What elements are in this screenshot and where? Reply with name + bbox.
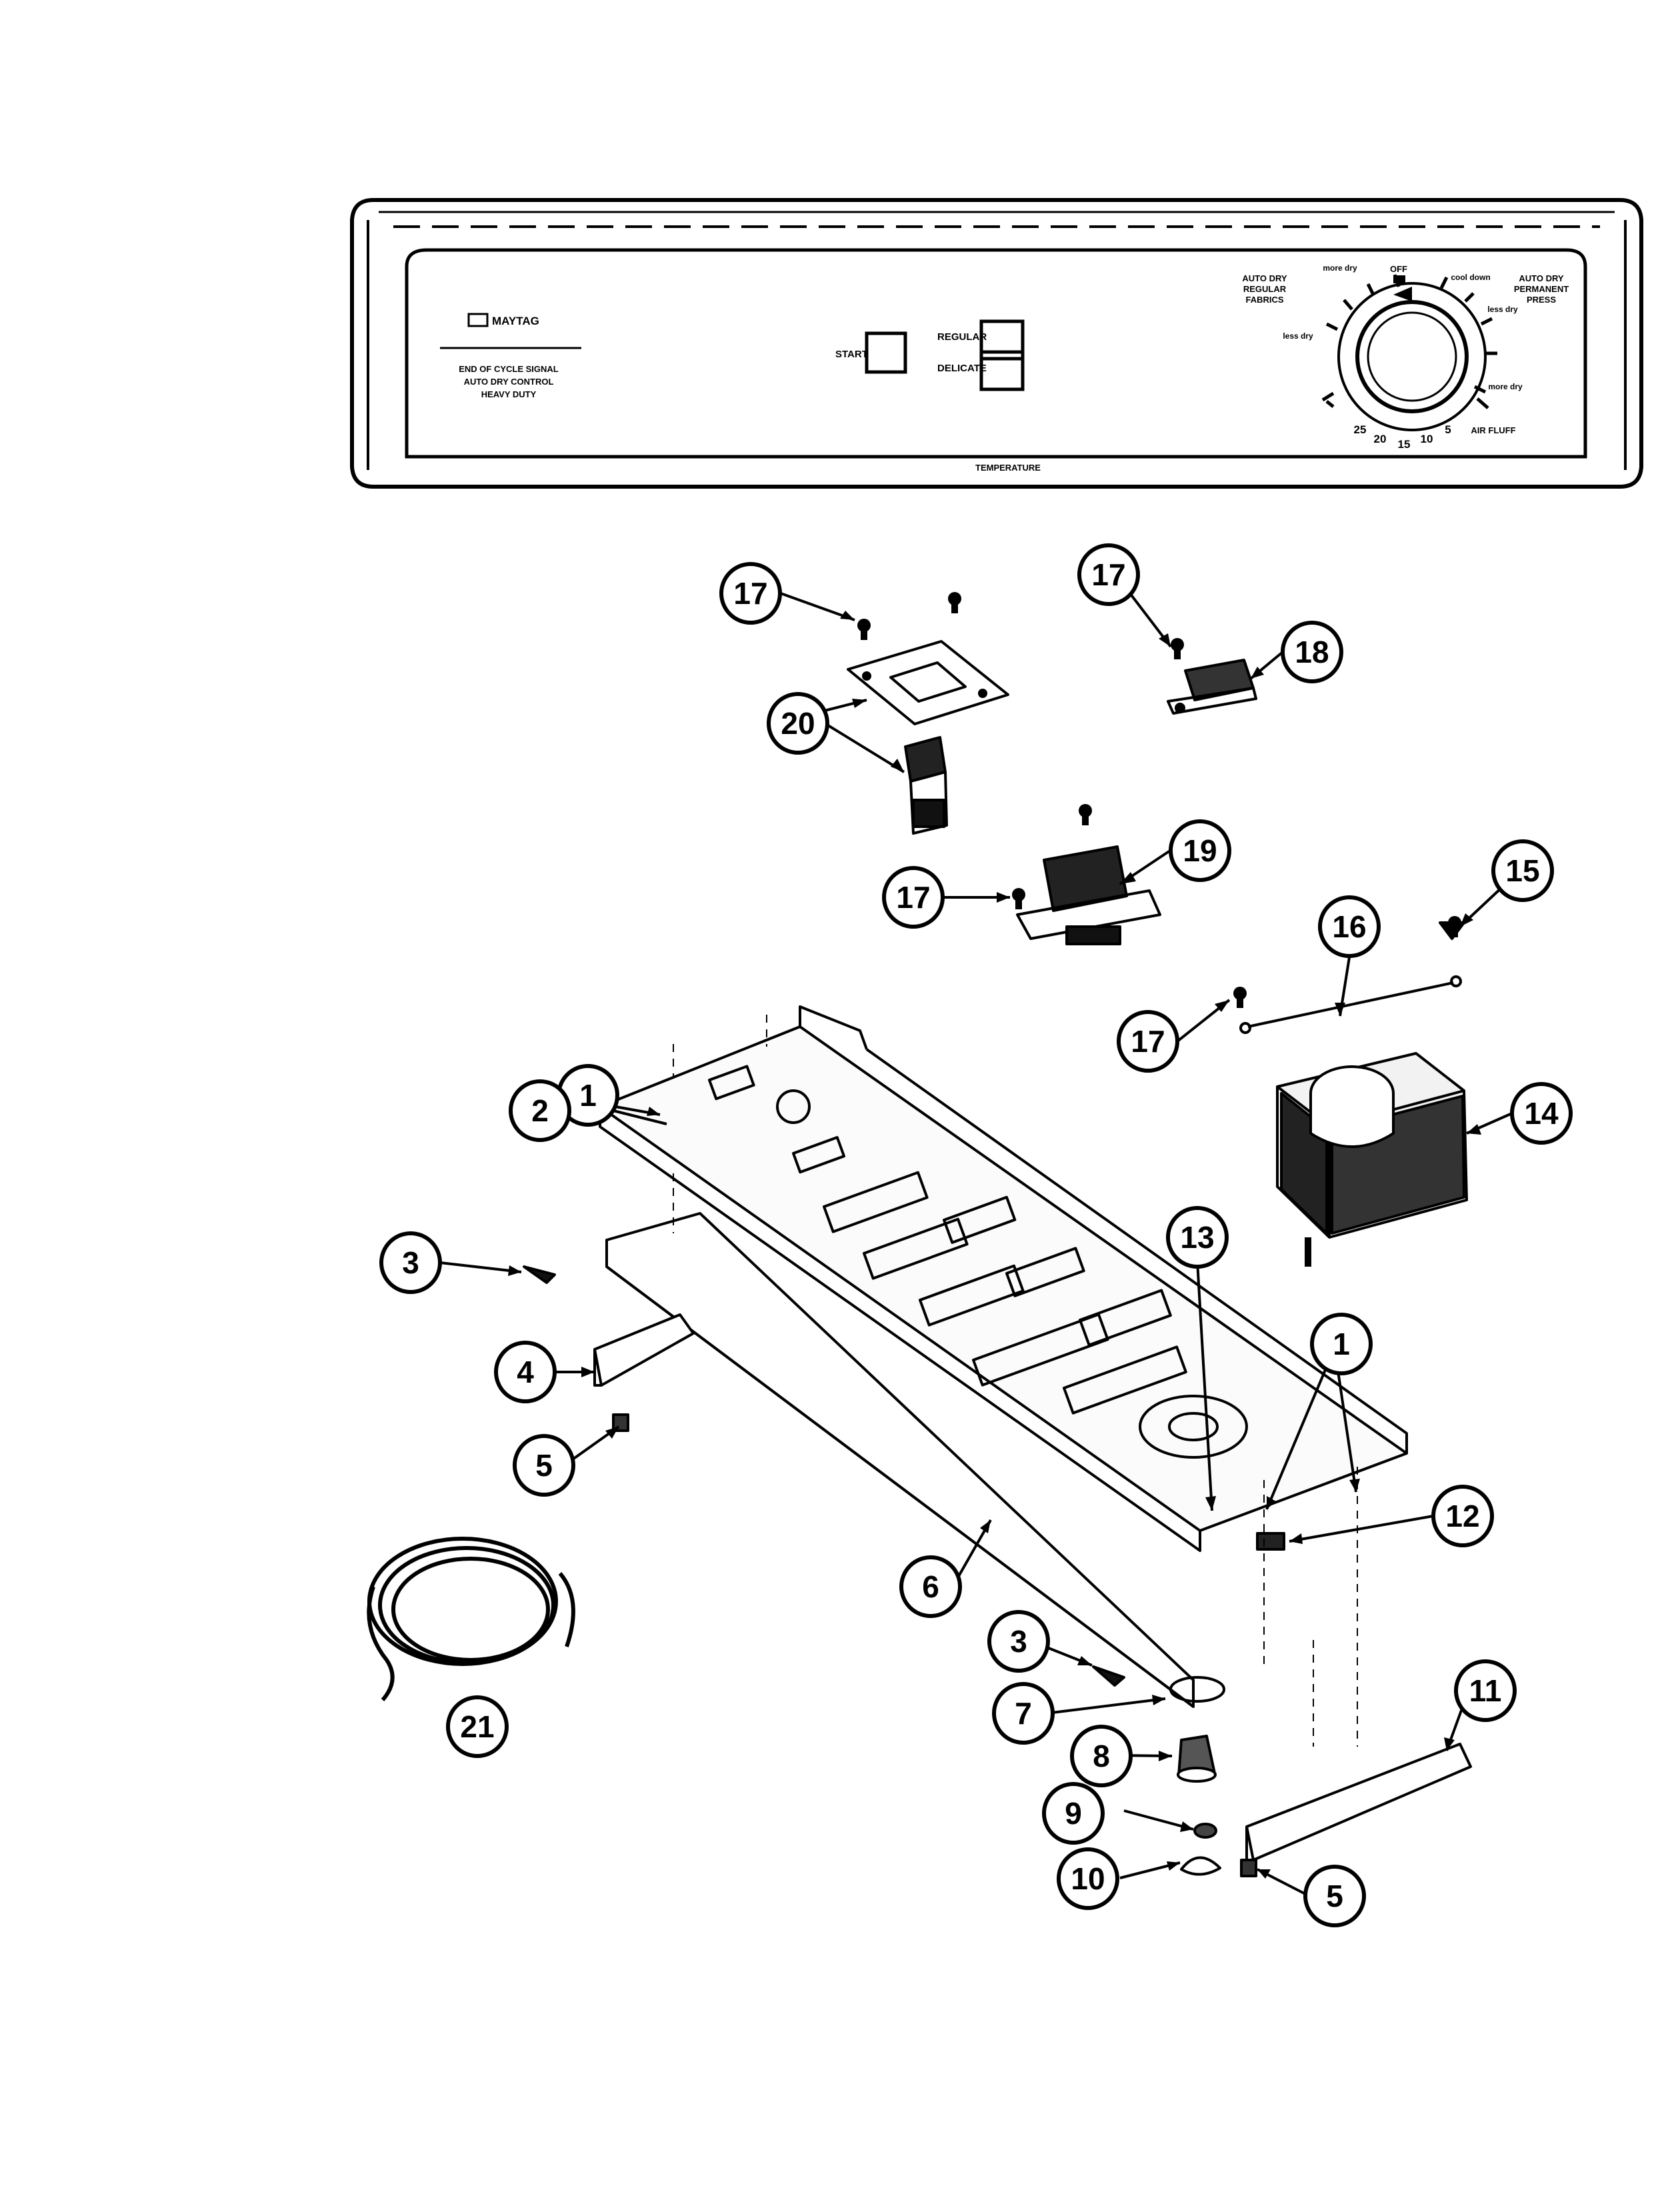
dial-less-dry-left: less dry	[1283, 331, 1313, 341]
callout-5-a: 5	[513, 1434, 575, 1497]
timer-mark-25: 25	[1354, 423, 1367, 436]
svg-text:19: 19	[1183, 833, 1217, 868]
svg-text:7: 7	[1015, 1696, 1032, 1731]
callout-9: 9	[1042, 1782, 1105, 1845]
regular-label: REGULAR	[937, 331, 987, 343]
callout-2: 2	[509, 1079, 571, 1142]
auto-dry-permanent-2: PERMANENT	[1514, 284, 1569, 294]
svg-text:4: 4	[517, 1355, 534, 1389]
temperature-label: TEMPERATURE	[975, 463, 1041, 473]
callout-17-c: 17	[882, 866, 945, 929]
svg-text:17: 17	[1091, 557, 1125, 592]
callout-11: 11	[1454, 1659, 1517, 1722]
feature-end-of-cycle: END OF CYCLE SIGNAL	[459, 364, 559, 374]
callout-6: 6	[899, 1555, 962, 1618]
control-panel	[350, 198, 1643, 489]
timer-mark-15: 15	[1398, 438, 1411, 451]
callout-17-d: 17	[1117, 1010, 1179, 1073]
auto-dry-regular-2: REGULAR	[1243, 284, 1287, 294]
parts-artwork	[367, 592, 1472, 1877]
svg-text:3: 3	[1010, 1624, 1027, 1659]
dial-more-dry-right: more dry	[1488, 382, 1523, 391]
delicate-label: DELICATE	[937, 363, 987, 374]
callout-7: 7	[992, 1682, 1055, 1745]
callout-15: 15	[1491, 839, 1554, 902]
dial-more-dry-top: more dry	[1323, 263, 1357, 273]
callout-1-b: 1	[1310, 1313, 1373, 1375]
svg-text:10: 10	[1071, 1861, 1105, 1896]
callout-19: 19	[1169, 819, 1231, 882]
svg-text:14: 14	[1524, 1096, 1559, 1131]
svg-text:8: 8	[1093, 1739, 1110, 1773]
callout-8: 8	[1070, 1725, 1133, 1787]
svg-text:11: 11	[1469, 1673, 1502, 1708]
svg-text:1: 1	[579, 1078, 597, 1113]
auto-dry-permanent-1: AUTO DRY	[1519, 273, 1564, 283]
callout-13: 13	[1166, 1206, 1229, 1269]
svg-text:5: 5	[535, 1448, 553, 1483]
auto-dry-regular-1: AUTO DRY	[1242, 273, 1287, 283]
svg-text:21: 21	[460, 1709, 494, 1744]
callout-3-b: 3	[987, 1610, 1050, 1673]
svg-text:5: 5	[1326, 1879, 1343, 1913]
start-label: START	[835, 349, 868, 360]
timer-mark-5: 5	[1445, 423, 1451, 436]
callout-3-a: 3	[379, 1231, 442, 1294]
callout-10: 10	[1057, 1847, 1119, 1910]
timer-mark-10: 10	[1421, 433, 1433, 445]
svg-text:9: 9	[1065, 1796, 1082, 1831]
leader-arrowheads	[508, 611, 1481, 1879]
callout-4: 4	[494, 1341, 557, 1403]
callout-17-b: 17	[1077, 543, 1140, 606]
callout-21: 21	[446, 1695, 509, 1758]
svg-text:13: 13	[1180, 1220, 1214, 1255]
timer-mark-20: 20	[1374, 433, 1387, 445]
svg-text:3: 3	[402, 1245, 419, 1280]
auto-dry-permanent-3: PRESS	[1527, 295, 1556, 305]
dial-off-label: OFF	[1390, 264, 1407, 274]
brand-logo: MAYTAG	[492, 315, 539, 327]
callout-14: 14	[1510, 1082, 1573, 1145]
dial-less-dry-right: less dry	[1487, 305, 1518, 314]
callout-20: 20	[767, 692, 829, 755]
svg-text:17: 17	[733, 576, 767, 611]
dial-cool-down: cool down	[1451, 273, 1490, 282]
svg-text:12: 12	[1445, 1499, 1479, 1533]
svg-text:20: 20	[781, 706, 815, 741]
callout-17-a: 17	[719, 562, 782, 625]
callout-16: 16	[1318, 895, 1381, 958]
svg-text:17: 17	[896, 880, 930, 915]
wire-harness	[367, 1537, 575, 1701]
svg-text:16: 16	[1332, 909, 1366, 944]
control-panel-labels: MAYTAG END OF CYCLE SIGNAL AUTO DRY CONT…	[459, 263, 1569, 473]
callout-18: 18	[1281, 621, 1343, 683]
svg-text:18: 18	[1295, 635, 1329, 669]
feature-heavy-duty: HEAVY DUTY	[481, 389, 537, 399]
svg-text:17: 17	[1131, 1024, 1165, 1059]
svg-text:6: 6	[922, 1569, 939, 1604]
svg-text:15: 15	[1505, 853, 1539, 888]
auto-dry-regular-3: FABRICS	[1245, 295, 1283, 305]
svg-text:1: 1	[1333, 1327, 1350, 1361]
feature-auto-dry: AUTO DRY CONTROL	[464, 377, 554, 387]
screws	[857, 592, 1461, 1008]
callout-5-b: 5	[1303, 1865, 1366, 1927]
air-fluff-label: AIR FLUFF	[1471, 425, 1515, 435]
callout-12: 12	[1431, 1485, 1494, 1547]
callouts: 17 20 17 18 17 19 15 16	[379, 543, 1573, 1927]
svg-text:2: 2	[531, 1093, 549, 1128]
